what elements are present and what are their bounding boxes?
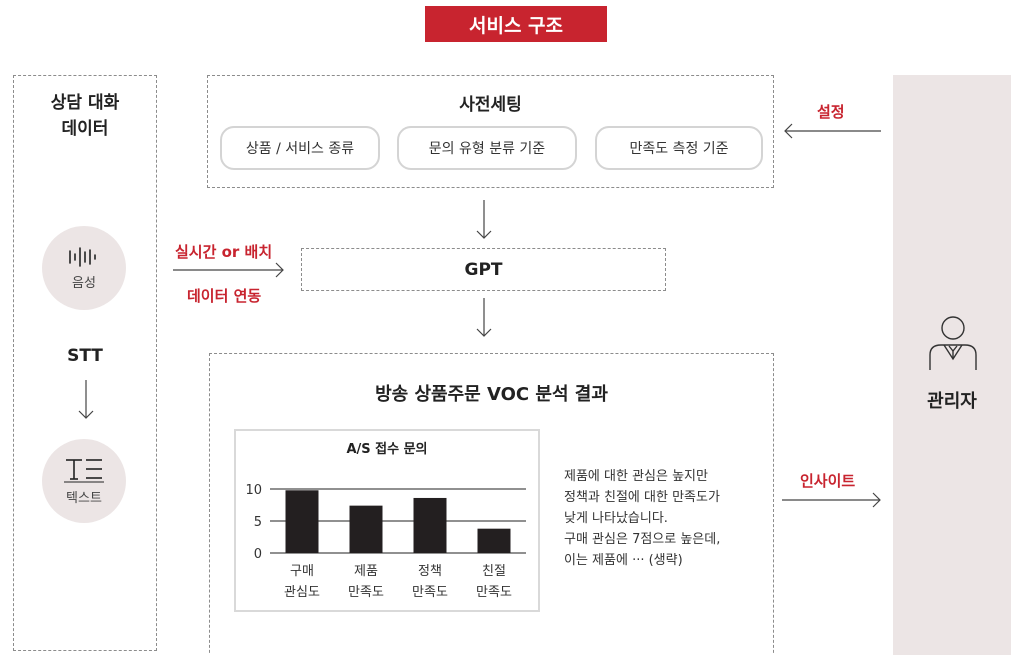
presetting-item-satisfaction-criteria: 만족도 측정 기준 [595, 126, 763, 170]
page-title: 서비스 구조 [425, 6, 607, 42]
left-arrow-icon [784, 123, 881, 139]
x-tick-label: 만족도 [476, 585, 512, 600]
voice-label: 음성 [72, 275, 96, 291]
text-label: 텍스트 [66, 490, 102, 506]
voc-result-title: 방송 상품주문 VOC 분석 결과 [375, 384, 608, 405]
gpt-label: GPT [464, 259, 503, 280]
bar [285, 490, 319, 553]
bar [349, 505, 383, 553]
x-tick-label: 제품 [354, 564, 378, 579]
x-tick-label: 친절 [482, 564, 506, 579]
y-tick-label: 0 [254, 547, 262, 562]
voice-node: 음성 [42, 226, 126, 310]
presetting-title: 사전세팅 [459, 95, 522, 115]
insight-line: 구매 관심은 7점으로 높은데, [564, 532, 721, 547]
conversation-data-panel: 상담 대화 데이터 음성 STT 텍스트 [13, 75, 157, 651]
right-arrow-icon [173, 262, 284, 278]
x-tick-label: 구매 [290, 564, 314, 579]
insight-line: 낮게 나타났습니다. [564, 511, 668, 526]
x-tick-label: 관심도 [284, 585, 320, 600]
right-arrow-icon [782, 492, 881, 508]
stt-label: STT [67, 346, 103, 366]
down-arrow-icon [476, 298, 492, 337]
conversation-data-title: 상담 대화 데이터 [50, 93, 120, 139]
x-tick-label: 만족도 [412, 585, 448, 600]
presetting-item-inquiry-criteria: 문의 유형 분류 기준 [397, 126, 577, 170]
insight-text: 제품에 대한 관심은 높지만 정책과 친절에 대한 만족도가 낮게 나타났습니다… [564, 466, 774, 571]
x-tick-label: 만족도 [348, 585, 384, 600]
gpt-box: GPT [301, 248, 666, 291]
insight-line: 정책과 친절에 대한 만족도가 [564, 490, 720, 505]
y-tick-label: 5 [254, 515, 262, 530]
person-icon [929, 316, 977, 370]
insight-line: 제품에 대한 관심은 높지만 [564, 469, 708, 484]
presetting-box: 사전세팅 상품 / 서비스 종류 문의 유형 분류 기준 만족도 측정 기준 [207, 75, 774, 188]
bar [413, 497, 447, 553]
realtime-or-batch-label: 실시간 or 배치 [175, 243, 273, 261]
down-arrow-icon [476, 200, 492, 239]
insight-line: 이는 제품에 ··· (생략) [564, 553, 683, 568]
chart-title: A/S 접수 문의 [346, 441, 427, 457]
admin-panel: 관리자 [893, 75, 1011, 655]
presetting-item-product-type: 상품 / 서비스 종류 [220, 126, 380, 170]
data-link-label: 데이터 연동 [187, 287, 262, 305]
text-node: 텍스트 [42, 439, 126, 523]
bar [477, 528, 511, 553]
x-tick-label: 정책 [418, 564, 442, 579]
waveform-icon [69, 246, 96, 267]
text-icon [64, 458, 104, 482]
admin-label: 관리자 [927, 391, 977, 412]
insight-label: 인사이트 [800, 472, 856, 490]
setting-label: 설정 [817, 103, 845, 121]
down-arrow-icon [78, 380, 94, 419]
y-tick-label: 10 [245, 483, 262, 498]
